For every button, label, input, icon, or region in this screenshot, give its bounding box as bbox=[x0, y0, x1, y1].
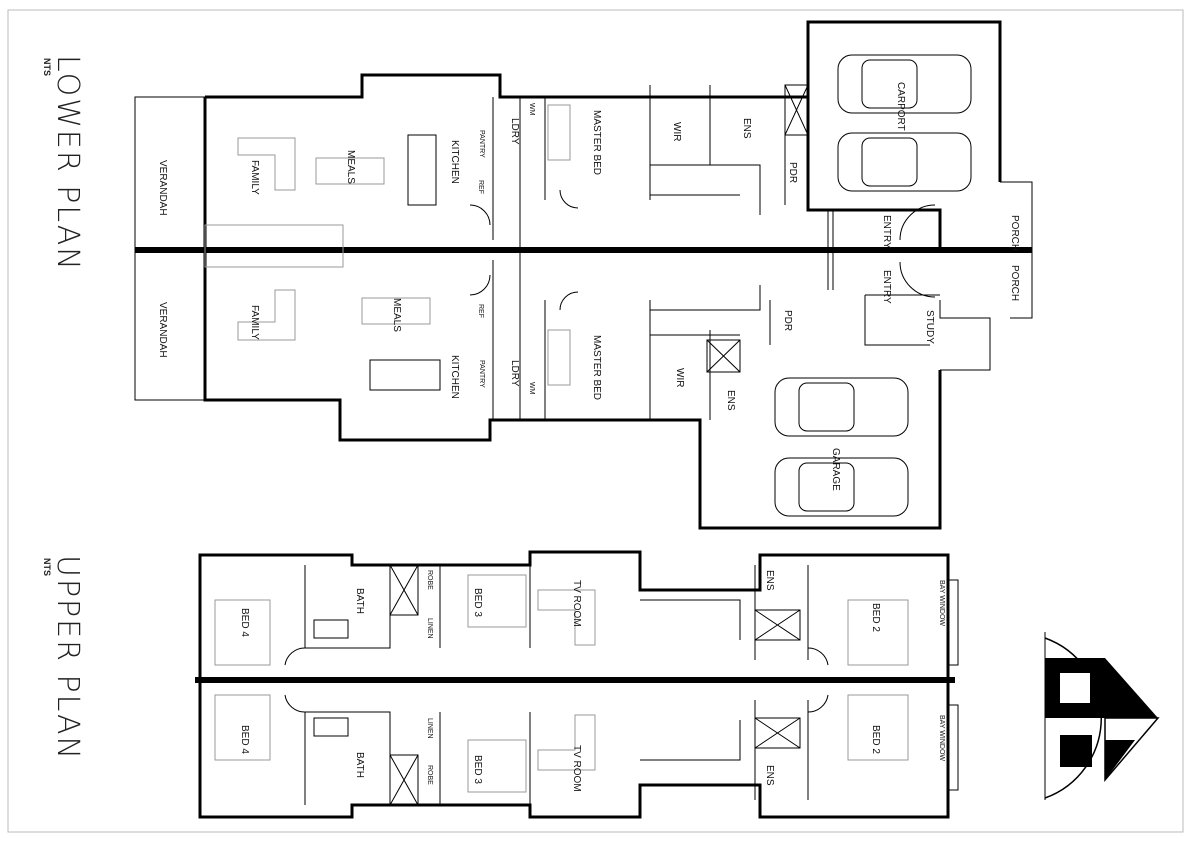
upper-plan-nts: NTS bbox=[42, 558, 52, 576]
room-label: VERANDAH bbox=[157, 302, 168, 358]
room-label: WM bbox=[528, 103, 535, 116]
upper-plan-heading: UPPER PLAN bbox=[50, 555, 85, 761]
room-label: GARAGE bbox=[830, 448, 841, 491]
upper-plan-title: UPPER PLAN NTS bbox=[42, 555, 85, 761]
upper-plan-labels: BED 4 BATH ROBE LINEN BED 3 TV ROOM ENS … bbox=[239, 570, 945, 792]
room-label: BAY WINDOW bbox=[938, 580, 945, 626]
room-label: STUDY bbox=[924, 310, 935, 344]
room-label: ENS bbox=[741, 118, 752, 139]
room-label: LINEN bbox=[426, 718, 433, 739]
room-label: LDRY bbox=[509, 118, 520, 145]
garage-car-2 bbox=[774, 457, 909, 517]
room-label: FAMILY bbox=[249, 305, 260, 340]
room-label: LINEN bbox=[426, 618, 433, 639]
lower-plan-title: LOWER PLAN NTS bbox=[42, 55, 85, 272]
lower-plan-nts: NTS bbox=[42, 58, 52, 76]
room-label: LDRY bbox=[509, 360, 520, 387]
room-label: MASTER BED bbox=[591, 110, 602, 175]
room-label: MEALS bbox=[345, 150, 356, 184]
room-label: PDR bbox=[787, 162, 798, 183]
room-label: KITCHEN bbox=[449, 355, 460, 399]
carport-car-2 bbox=[837, 132, 972, 192]
room-label: WIR bbox=[674, 368, 685, 387]
room-label: REF bbox=[477, 304, 484, 318]
room-label: PANTRY bbox=[478, 130, 485, 158]
room-label: BATH bbox=[354, 752, 365, 778]
room-label: BED 2 bbox=[870, 603, 881, 632]
room-label: ENS bbox=[764, 570, 775, 591]
room-label: PDR bbox=[782, 310, 793, 331]
room-label: PORCH bbox=[1009, 215, 1020, 251]
room-label: MEALS bbox=[391, 298, 402, 332]
lower-plan-walls bbox=[134, 20, 1033, 530]
room-label: WIR bbox=[671, 122, 682, 141]
room-label: BED 3 bbox=[472, 588, 483, 617]
room-label: BED 3 bbox=[472, 755, 483, 784]
room-label: MASTER BED bbox=[591, 335, 602, 400]
room-label: ENS bbox=[725, 390, 736, 411]
room-label: ENTRY bbox=[881, 270, 892, 304]
room-label: BAY WINDOW bbox=[938, 715, 945, 761]
upper-plan-walls bbox=[195, 550, 959, 819]
room-label: ROBE bbox=[426, 570, 433, 590]
room-label: WM bbox=[528, 382, 535, 395]
company-logo bbox=[1044, 632, 1160, 800]
room-label: KITCHEN bbox=[449, 140, 460, 184]
room-label: CARPORT bbox=[895, 82, 906, 131]
room-label: TV ROOM bbox=[571, 580, 582, 627]
room-label: FAMILY bbox=[249, 160, 260, 195]
room-label: ENTRY bbox=[881, 215, 892, 249]
lower-plan-heading: LOWER PLAN bbox=[50, 55, 85, 272]
room-label: VERANDAH bbox=[157, 160, 168, 216]
room-label: BED 4 bbox=[239, 725, 250, 754]
room-label: ROBE bbox=[426, 765, 433, 785]
room-label: BED 4 bbox=[239, 608, 250, 637]
room-label: BATH bbox=[354, 588, 365, 614]
room-label: ENS bbox=[764, 765, 775, 786]
carport-car-1 bbox=[837, 54, 972, 114]
room-label: TV ROOM bbox=[571, 745, 582, 792]
room-label: BED 2 bbox=[870, 725, 881, 754]
room-label: REF bbox=[477, 180, 484, 194]
lower-plan-labels: VERANDAH FAMILY MEALS KITCHEN PANTRY REF… bbox=[157, 82, 1020, 491]
garage-car-1 bbox=[774, 377, 909, 437]
sheet-border bbox=[7, 9, 1184, 833]
room-label: PORCH bbox=[1009, 265, 1020, 301]
vehicles bbox=[774, 54, 972, 517]
room-label: PANTRY bbox=[478, 360, 485, 388]
